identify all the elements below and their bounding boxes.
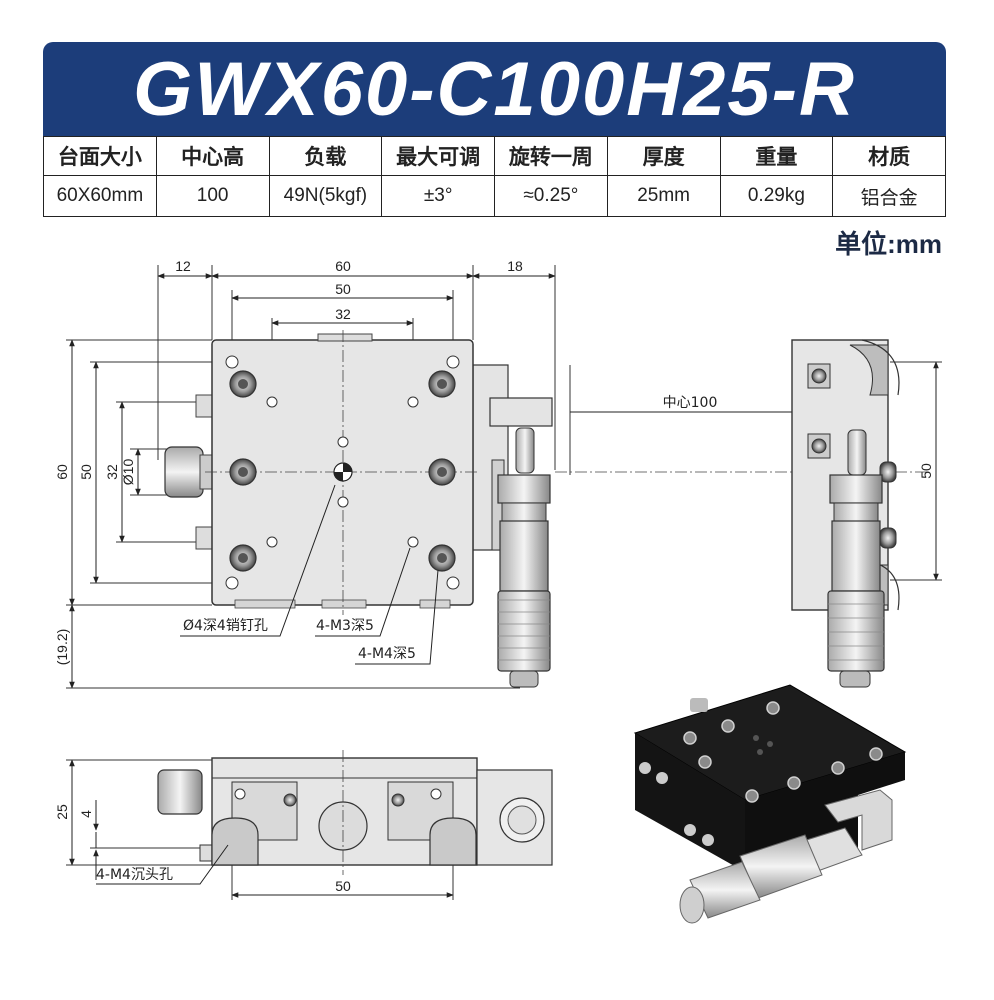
dim-19-2: (19.2) <box>54 629 70 666</box>
front-dim-50: 50 <box>335 878 351 894</box>
spec-header: 厚度 <box>606 136 721 176</box>
spec-header: 负载 <box>268 136 383 176</box>
spec-header: 台面大小 <box>43 136 157 176</box>
callout-m4: 4-M4深5 <box>358 646 416 662</box>
spec-value: 25mm <box>606 175 721 217</box>
spec-value-row: 60X60mm 100 49N(5kgf) ±3° ≈0.25° 25mm 0.… <box>43 175 946 217</box>
top-view: 12 60 18 50 32 60 50 32 Ø10 (19.2) <box>54 258 556 689</box>
dim-left-32: 32 <box>104 464 120 480</box>
spec-value: 0.29kg <box>719 175 834 217</box>
front-dim-25: 25 <box>54 804 70 820</box>
dim-18: 18 <box>507 258 523 274</box>
front-dim-4: 4 <box>78 810 94 818</box>
spec-value: 49N(5kgf) <box>268 175 383 217</box>
micrometer-barrel <box>499 520 549 592</box>
callout-m3: 4-M3深5 <box>316 618 374 634</box>
micrometer-thimble <box>497 590 551 672</box>
m4-bolts <box>229 370 456 572</box>
product-photo <box>633 684 907 924</box>
dim-60: 60 <box>335 258 351 274</box>
side-view: 中心100 50 <box>555 339 942 688</box>
dim-50: 50 <box>335 281 351 297</box>
center-height-label: 中心100 <box>663 395 718 411</box>
spec-value: 60X60mm <box>43 175 157 217</box>
dim-32: 32 <box>335 306 351 322</box>
spec-table: 台面大小 中心高 负载 最大可调 旋转一周 厚度 重量 材质 60X60mm 1… <box>43 136 946 217</box>
callout-pin-hole: Ø4深4销钉孔 <box>183 618 268 634</box>
dim-left-50: 50 <box>78 464 94 480</box>
product-title: GWX60-C100H25-R <box>133 47 856 132</box>
front-view: 25 4 50 4-M4沉头孔 <box>54 750 553 900</box>
spec-header: 重量 <box>719 136 834 176</box>
title-banner: GWX60-C100H25-R <box>43 42 946 136</box>
lock-knob <box>164 446 204 498</box>
callout-counterbore: 4-M4沉头孔 <box>96 867 173 883</box>
dim-12: 12 <box>175 258 191 274</box>
spec-value: ≈0.25° <box>494 175 608 217</box>
spec-header-row: 台面大小 中心高 负载 最大可调 旋转一周 厚度 重量 材质 <box>43 136 946 176</box>
spec-value: 100 <box>155 175 270 217</box>
spec-value: 铝合金 <box>832 175 946 217</box>
unit-label: 单位:mm <box>835 229 942 259</box>
dim-dia-10: Ø10 <box>120 459 136 486</box>
side-dim-50: 50 <box>918 463 934 479</box>
dim-left-60: 60 <box>54 464 70 480</box>
spec-header: 材质 <box>832 136 946 176</box>
spec-value: ±3° <box>381 175 495 217</box>
